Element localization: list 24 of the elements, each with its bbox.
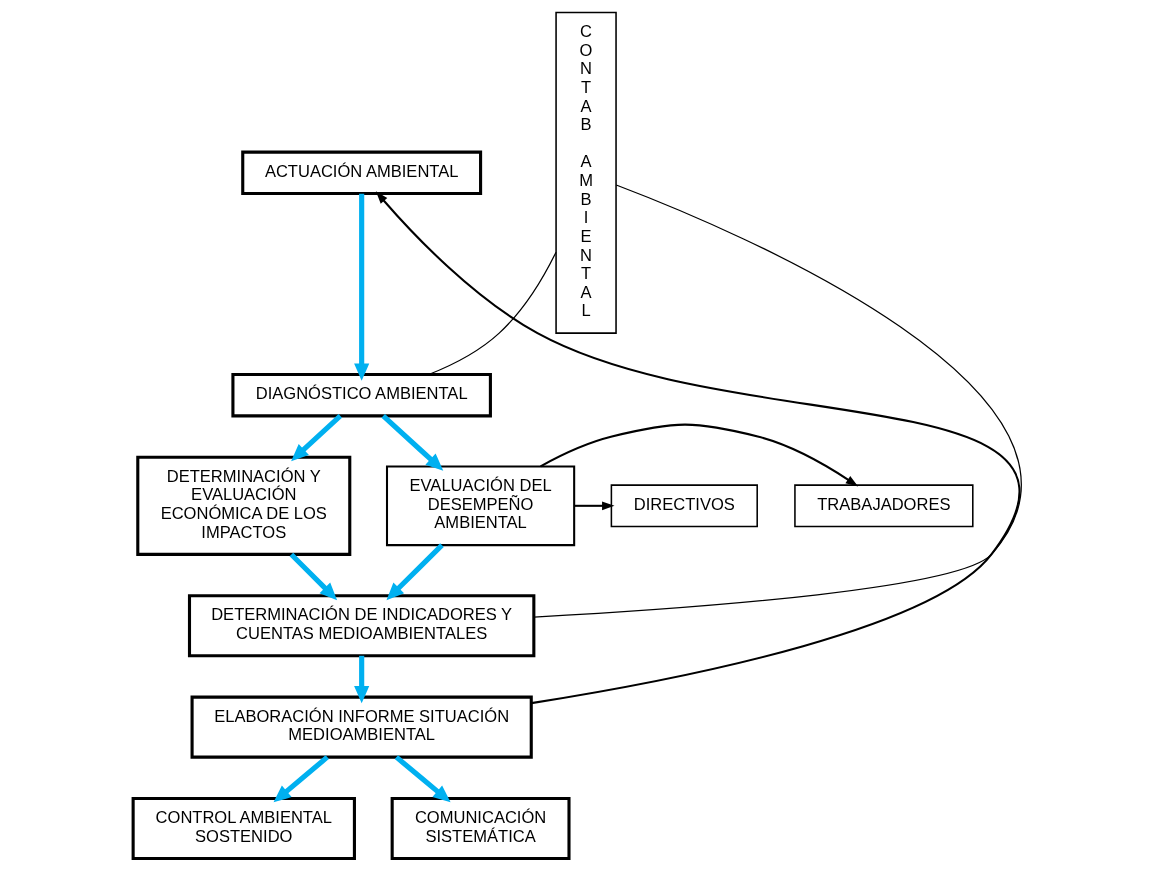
node-box: CONTROL AMBIENTAL SOSTENIDO [131, 796, 356, 860]
node-box: CONTAB AMBIENTAL [555, 11, 617, 334]
connector [428, 251, 557, 376]
arrow [394, 755, 451, 803]
arrow [354, 193, 370, 381]
arrow [354, 655, 370, 704]
node-box: ACTUACIÓN AMBIENTAL [241, 150, 483, 196]
node-box: TRABAJADORES [794, 484, 974, 528]
node-box: DIAGNÓSTICO AMBIENTAL [231, 372, 492, 418]
node-box: DETERMINACIÓN DE INDICADORES Y CUENTAS MEDIOAMBIENTALES [187, 594, 536, 658]
node-box: ELABORACIÓN INFORME SITUACIÓN MEDIOAMBIENTAL [190, 695, 533, 759]
node-box: DIRECTIVOS [610, 484, 758, 528]
node-box: COMUNICACIÓN SISTEMÁTICA [390, 796, 571, 860]
arrow [273, 755, 329, 803]
connector [533, 184, 1022, 618]
arrow [289, 552, 338, 601]
arrow [540, 423, 859, 487]
node-box: EVALUACIÓN DEL DESEMPEÑO AMBIENTAL [385, 465, 576, 547]
arrow [386, 543, 444, 601]
node-box: DETERMINACIÓN Y EVALUACIÓN ECONÓMICA DE LOS IMPACTOS [136, 455, 352, 556]
arrow [291, 413, 343, 462]
arrow [375, 191, 1019, 705]
arrow [574, 501, 615, 511]
arrow [381, 413, 444, 471]
